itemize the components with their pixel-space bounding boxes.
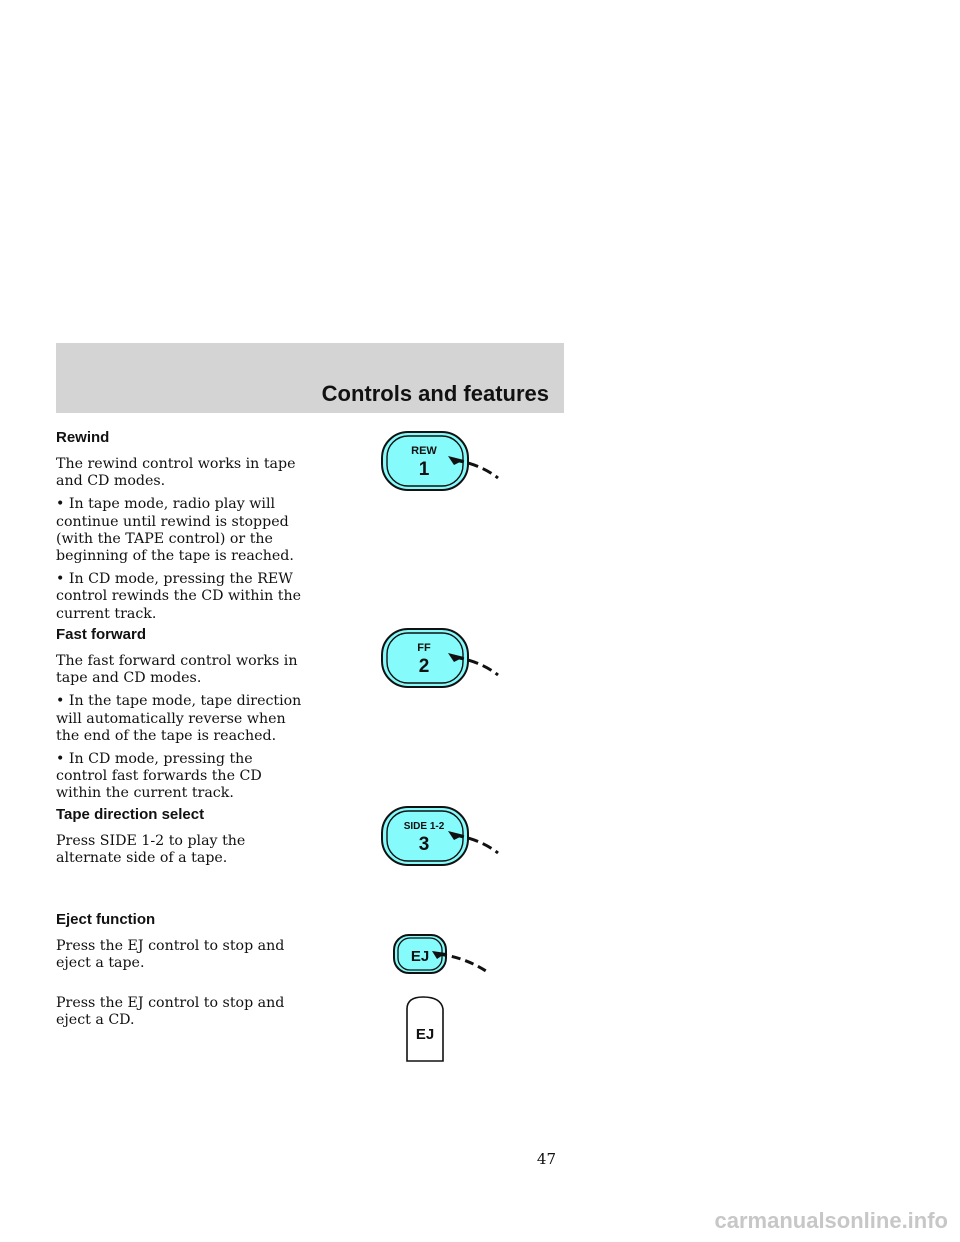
fast-forward-bullet-tape: • In the tape mode, tape direction will … bbox=[56, 693, 302, 744]
eject-cd-button-icon: EJ bbox=[406, 996, 444, 1062]
eject-tape-button-label: EJ bbox=[411, 948, 429, 965]
rew-button-icon: REW 1 bbox=[381, 431, 499, 491]
watermark-text: carmanualsonline.info bbox=[714, 1208, 949, 1233]
eject-cd-text: Press the EJ control to stop and eject a… bbox=[56, 995, 285, 1029]
tape-direction-text: Press SIDE 1-2 to play the alternate sid… bbox=[56, 833, 246, 867]
eject-tape-button-icon: EJ bbox=[393, 934, 487, 974]
rew-button-illustration: REW 1 bbox=[380, 430, 505, 499]
tape-direction-heading: Tape direction select bbox=[56, 806, 205, 823]
page-number: 47 bbox=[536, 1150, 556, 1168]
rewind-bullet-tape: • In tape mode, radio play will continue… bbox=[56, 496, 294, 565]
rewind-bullet-cd: • In CD mode, pressing the REW control r… bbox=[56, 571, 301, 622]
eject-cd-button-illustration: EJ bbox=[405, 995, 450, 1069]
eject-section: Eject function Press the EJ control to s… bbox=[56, 910, 306, 978]
eject-cd-section: Press the EJ control to stop and eject a… bbox=[56, 995, 306, 1035]
rew-button-label: REW bbox=[411, 445, 437, 457]
rewind-intro: The rewind control works in tape and CD … bbox=[56, 456, 296, 490]
ff-button-illustration: FF 2 bbox=[380, 627, 505, 696]
page-title: Controls and features bbox=[321, 381, 549, 406]
rew-button-number: 1 bbox=[419, 459, 430, 480]
side-button-label: SIDE 1-2 bbox=[404, 821, 445, 832]
rewind-heading: Rewind bbox=[56, 429, 110, 446]
eject-tape-text: Press the EJ control to stop and eject a… bbox=[56, 938, 285, 972]
ff-button-label: FF bbox=[417, 642, 431, 654]
rewind-section: Rewind The rewind control works in tape … bbox=[56, 428, 306, 629]
eject-heading: Eject function bbox=[56, 911, 156, 928]
section-header-band: Controls and features bbox=[56, 343, 564, 413]
fast-forward-heading: Fast forward bbox=[56, 626, 147, 643]
fast-forward-bullet-cd: • In CD mode, pressing the control fast … bbox=[56, 751, 262, 802]
eject-tape-button-illustration: EJ bbox=[392, 933, 492, 982]
eject-cd-button-label: EJ bbox=[416, 1026, 434, 1043]
side-button-illustration: SIDE 1-2 3 bbox=[380, 805, 505, 874]
ff-button-icon: FF 2 bbox=[381, 628, 499, 688]
ff-button-number: 2 bbox=[419, 656, 430, 677]
fast-forward-intro: The fast forward control works in tape a… bbox=[56, 653, 298, 687]
side-button-icon: SIDE 1-2 3 bbox=[381, 806, 499, 866]
side-button-number: 3 bbox=[419, 834, 430, 855]
fast-forward-section: Fast forward The fast forward control wo… bbox=[56, 625, 306, 809]
tape-direction-section: Tape direction select Press SIDE 1-2 to … bbox=[56, 805, 306, 873]
